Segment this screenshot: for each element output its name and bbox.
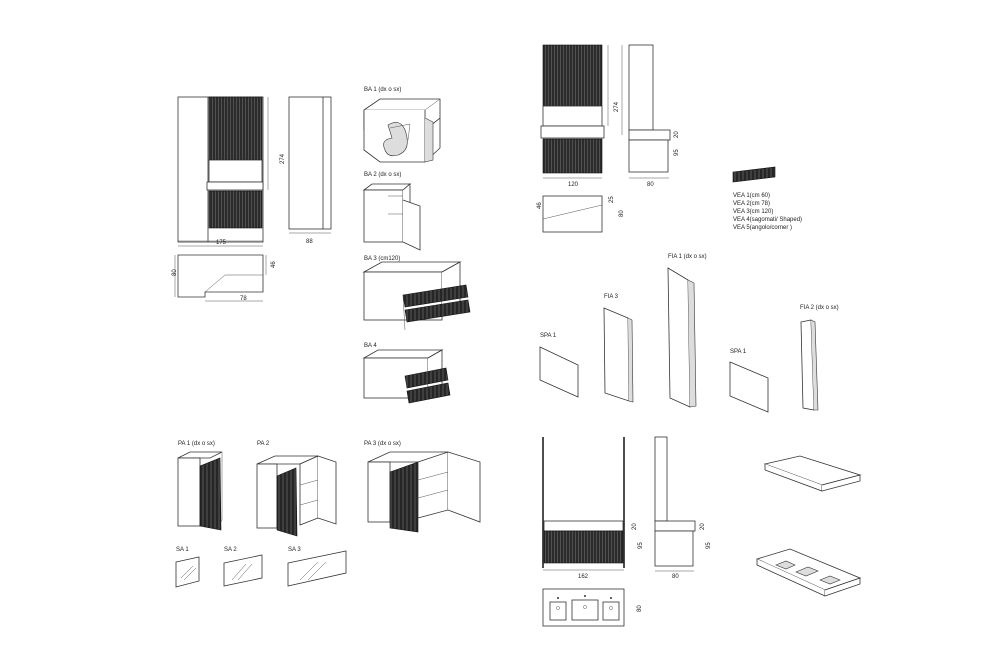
dim-a-height: 274 — [280, 153, 286, 164]
vea-swatch — [732, 166, 776, 183]
dim-b-plan-80: 80 — [619, 210, 625, 217]
label-ba3: BA 3 (cm120) — [364, 256, 400, 262]
dim-c-plan-80: 80 — [637, 605, 643, 612]
vea-item: VEA 1(cm 60) — [733, 193, 770, 199]
unit-c-side-elevation: 20 95 80 — [654, 436, 712, 580]
unit-a-plan-view: 80 46 78 — [172, 254, 277, 302]
fia1-panel — [667, 267, 697, 408]
vea-item: VEA 3(cm 120) — [733, 209, 773, 215]
label-sa3: SA 3 — [288, 547, 301, 553]
unit-a-side-elevation: 88 — [288, 96, 332, 245]
vea-item: VEA 2(cm 78) — [733, 201, 770, 207]
dim-b-side: 80 — [647, 182, 654, 188]
vea-list: VEA 1(cm 60) VEA 2(cm 78) VEA 3(cm 120) … — [733, 193, 802, 231]
spa1-panel-b — [729, 361, 769, 413]
vea-item: VEA 4(sagomati/ Shaped) — [733, 217, 802, 223]
unit-c-front-elevation: 162 20 95 — [542, 437, 644, 580]
label-pa2: PA 2 — [257, 441, 270, 447]
label-sa2: SA 2 — [224, 547, 237, 553]
label-fia2: FIA 2 (dx o sx) — [800, 305, 839, 311]
unit-c-plan-view: 80 — [542, 588, 643, 627]
pa1-wall-unit — [177, 451, 223, 531]
ba1-corner-base-unit — [363, 98, 441, 163]
dim-c-top: 20 — [632, 523, 638, 530]
dim-b-plan-25: 25 — [609, 196, 615, 203]
ba3-base-unit-cm120 — [362, 261, 471, 331]
label-pa3: PA 3 (dx o sx) — [364, 441, 401, 447]
label-ba2: BA 2 (dx o sx) — [364, 172, 401, 178]
washbasin-countertop — [755, 548, 862, 597]
dim-b-counter: 95 — [674, 149, 680, 156]
label-fia3: FIA 3 — [604, 294, 619, 300]
dim-a-side: 88 — [306, 239, 313, 245]
dim-a-plan-depth2: 46 — [271, 261, 277, 268]
fia2-panel — [800, 319, 819, 411]
vea-item: VEA 5(angolo/corner ) — [733, 225, 792, 231]
unit-b-side-elevation: 20 95 80 — [621, 44, 680, 188]
dim-c-counter-side: 95 — [706, 542, 712, 549]
unit-a-front-elevation: 175 274 — [177, 96, 286, 247]
dim-c-side: 80 — [672, 574, 679, 580]
dim-c-width: 162 — [578, 574, 589, 580]
dim-a-plan-width: 78 — [240, 296, 247, 302]
label-spa1-a: SPA 1 — [540, 333, 557, 339]
label-ba1: BA 1 (dx o sx) — [364, 87, 401, 93]
unit-b-plan-view: 46 25 80 — [537, 195, 625, 233]
dim-b-plan-46: 46 — [537, 202, 543, 209]
ba2-base-unit — [362, 183, 421, 251]
spa1-panel-a — [539, 346, 579, 398]
fia3-panel — [603, 307, 634, 403]
sa3-mirror — [287, 550, 347, 587]
pa2-wall-unit — [256, 455, 337, 537]
dim-b-width: 120 — [568, 182, 579, 188]
dim-b-height: 274 — [614, 101, 620, 112]
label-spa1-b: SPA 1 — [730, 349, 747, 355]
dim-c-counter: 95 — [638, 542, 644, 549]
pa3-wall-unit — [367, 451, 481, 533]
label-pa1: PA 1 (dx o sx) — [178, 441, 215, 447]
sa2-mirror — [223, 554, 263, 587]
dim-a-plan-depth: 80 — [172, 269, 178, 276]
countertop-slab — [763, 455, 862, 492]
sa1-mirror — [175, 556, 200, 588]
dim-a-width: 175 — [216, 240, 227, 246]
ba4-base-unit — [362, 349, 451, 404]
dim-b-top: 20 — [674, 131, 680, 138]
label-sa1: SA 1 — [176, 547, 189, 553]
dim-c-top-side: 20 — [700, 523, 706, 530]
unit-b-front-elevation: 120 274 — [540, 44, 620, 188]
label-fia1: FIA 1 (dx o sx) — [668, 254, 707, 260]
label-ba4: BA 4 — [364, 343, 377, 349]
